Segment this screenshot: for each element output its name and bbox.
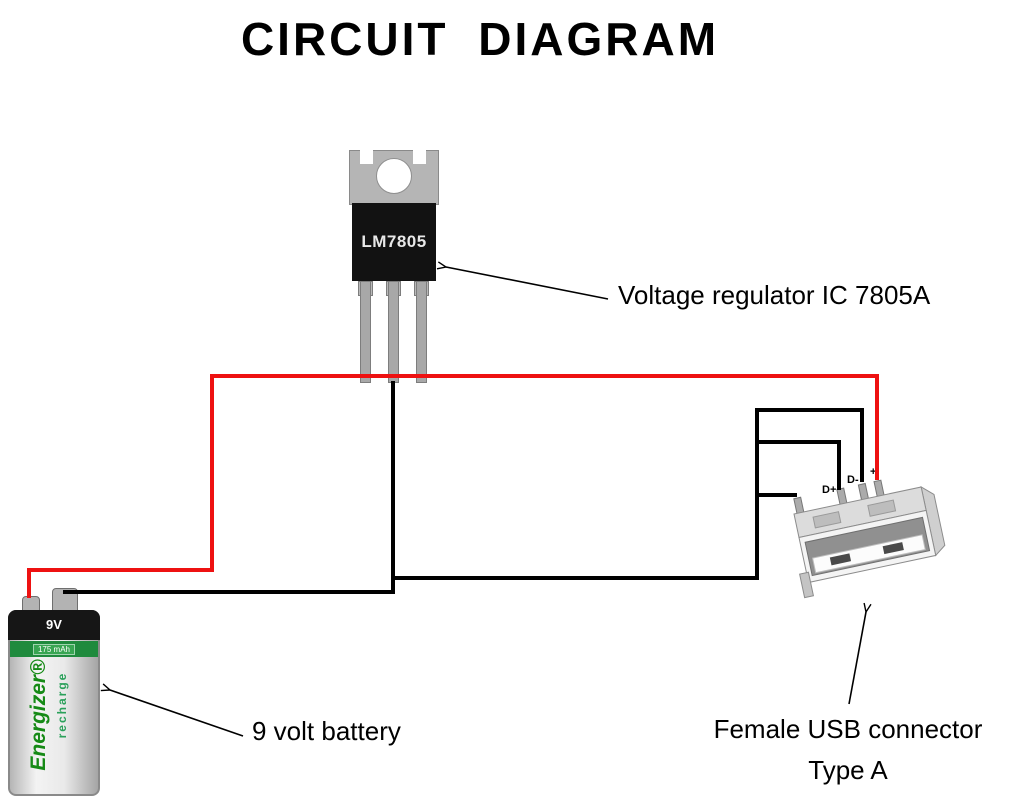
regulator-leg-ground [388, 281, 399, 383]
battery-size-label: 9V [46, 617, 62, 632]
wire-positive-left-drop [210, 374, 214, 572]
usb-pin-label-dminus: D- [847, 474, 859, 486]
wire-positive-top-run [210, 374, 879, 378]
wire-ground-bottom-run [391, 576, 759, 580]
usb-connector-graphic [793, 479, 946, 599]
battery-top-cap: 9V [8, 610, 100, 640]
usb-pin-label-plus: + [870, 466, 877, 478]
arrow-to-usb [848, 612, 866, 705]
wire-positive-usb-drop [875, 374, 879, 480]
regulator-tab-notch-right [413, 149, 426, 164]
battery-annotation: 9 volt battery [252, 716, 401, 746]
battery-capacity-label: 175 mAh [32, 643, 76, 655]
regulator-annotation: Voltage regulator IC 7805A [618, 280, 931, 310]
wire-positive-battery-drop [27, 568, 31, 598]
wire-usb-top-run [755, 408, 864, 412]
wire-usb-ground-stub [755, 493, 797, 497]
arrow-to-battery [110, 690, 244, 737]
wire-ground-regulator-drop [391, 381, 395, 594]
wire-usb-mid-run [755, 440, 841, 444]
usb-annotation-line2: Type A [808, 755, 888, 785]
wire-usb-dplus-drop [837, 440, 841, 490]
regulator-mounting-hole [376, 158, 412, 194]
battery-brand-label: Energizer® [27, 659, 50, 771]
wire-positive-battery-run [27, 568, 214, 572]
regulator-leg-input [360, 281, 371, 383]
regulator-leg-output [416, 281, 427, 383]
wire-usb-dminus-drop [860, 408, 864, 482]
wire-ground-battery-run [63, 590, 395, 594]
regulator-tab-notch-left [360, 149, 373, 164]
battery-recharge-label: recharge [55, 671, 69, 739]
battery-capacity-band: 175 mAh [10, 641, 98, 657]
regulator-part-number: LM7805 [361, 232, 427, 251]
arrow-to-regulator [446, 267, 609, 300]
usb-pin-label-dplus: D+ [822, 484, 837, 496]
regulator-body: LM7805 [352, 203, 436, 281]
page-title: CIRCUIT DIAGRAM [240, 13, 720, 65]
usb-annotation-line1: Female USB connector [713, 714, 983, 744]
